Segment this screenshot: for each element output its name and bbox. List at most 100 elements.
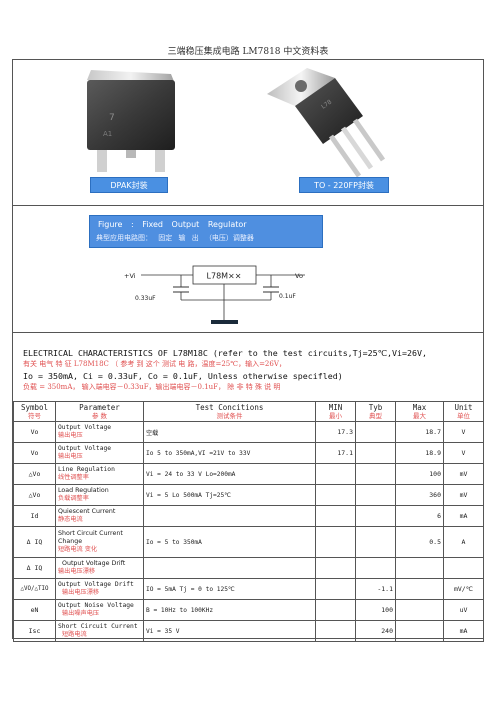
chip-label: L78M×× bbox=[207, 272, 242, 281]
cell-max bbox=[395, 557, 444, 579]
figure-caption: Figure : Fixed Output Regulator 典型应用电路图：… bbox=[89, 215, 323, 248]
cell-condition: Io 5 to 350mA,VI =21V to 33V bbox=[143, 442, 316, 464]
cell-condition: B = 10Hz to 100KHz bbox=[143, 599, 316, 621]
cell-condition: Io = 5 to 350mA bbox=[143, 526, 316, 558]
cell-typ: -1.1 bbox=[355, 578, 396, 600]
cell-symbol: Δ IQ bbox=[13, 557, 56, 579]
cell-min bbox=[315, 620, 356, 642]
figure-word-cn: 固定 bbox=[158, 234, 173, 242]
vi-label: +Vi bbox=[124, 272, 136, 280]
cell-min bbox=[315, 505, 356, 527]
cell-min bbox=[315, 463, 356, 485]
cell-unit: mA bbox=[443, 620, 484, 642]
cell-min bbox=[315, 484, 356, 506]
cell-condition: Vi = 24 to 33 V Lo=200mA bbox=[143, 463, 316, 485]
package-section: 7 A1 L78 DPAK封装 TO - 220FP封装 bbox=[13, 60, 483, 206]
electrical-line-1: ELECTRICAL CHARACTERISTICS OF L78M18C (r… bbox=[23, 348, 427, 358]
figure-word-cn: 典型应用电路图： bbox=[96, 234, 152, 242]
dpak-package-label: DPAK封装 bbox=[90, 177, 168, 193]
cell-symbol: △Vo bbox=[13, 463, 56, 485]
cell-typ bbox=[355, 557, 396, 579]
cell-unit bbox=[443, 557, 484, 579]
cell-condition: Vi = 35 V bbox=[143, 620, 316, 642]
cell-typ bbox=[355, 505, 396, 527]
cell-min bbox=[315, 557, 356, 579]
cell-max: 6 bbox=[395, 505, 444, 527]
ground-symbol bbox=[211, 320, 238, 324]
cell-typ bbox=[355, 463, 396, 485]
cell-symbol: Vo bbox=[13, 442, 56, 464]
cell-unit: mV/℃ bbox=[443, 578, 484, 600]
cell-typ: 240 bbox=[355, 620, 396, 642]
cell-symbol: △Vo bbox=[13, 484, 56, 506]
cell-unit: A bbox=[443, 526, 484, 558]
figure-word: Figure bbox=[98, 220, 123, 229]
datasheet-frame: 7 A1 L78 DPAK封装 TO - 220FP封装 bbox=[12, 59, 484, 642]
cell-symbol: Δ IQ bbox=[13, 526, 56, 558]
cell-unit: mV bbox=[443, 484, 484, 506]
cell-symbol: Isc bbox=[13, 620, 56, 642]
svg-text:7: 7 bbox=[109, 113, 115, 123]
cell-typ bbox=[355, 421, 396, 443]
electrical-characteristics: ELECTRICAL CHARACTERISTICS OF L78M18C (r… bbox=[23, 348, 483, 392]
figure-word: Output bbox=[171, 220, 200, 229]
cell-max: 18.7 bbox=[395, 421, 444, 443]
figure-title-cn: 典型应用电路图： 固定 输 出 （电压）调整器 bbox=[90, 232, 322, 247]
cell-typ bbox=[355, 526, 396, 558]
cell-unit: V bbox=[443, 442, 484, 464]
svg-text:A1: A1 bbox=[103, 130, 112, 138]
to220-package-image: L78 bbox=[267, 68, 386, 178]
figure-word-cn: 输 出 bbox=[178, 234, 199, 242]
cell-max bbox=[395, 599, 444, 621]
cell-max: 0.5 bbox=[395, 526, 444, 558]
cell-typ bbox=[355, 442, 396, 464]
cell-condition: 空载 bbox=[143, 421, 316, 443]
dpak-package-image: 7 A1 bbox=[87, 70, 175, 172]
cell-min bbox=[315, 526, 356, 558]
regulator-circuit-diagram: L78M×× +Vi Vo 0.33uF 0.1uF bbox=[124, 265, 305, 324]
cell-max bbox=[395, 578, 444, 600]
cell-max bbox=[395, 620, 444, 642]
cell-unit: uV bbox=[443, 599, 484, 621]
cell-min bbox=[315, 599, 356, 621]
circuit-section: Figure : Fixed Output Regulator 典型应用电路图：… bbox=[13, 207, 483, 333]
cell-max: 18.9 bbox=[395, 442, 444, 464]
figure-word-cn: （电压）调整器 bbox=[204, 234, 254, 242]
output-cap-label: 0.1uF bbox=[279, 293, 296, 300]
electrical-line-1-cn: 有关 电气 特 征 L78M18C （ 参考 到 这个 测试 电 路，温度=25… bbox=[23, 360, 286, 368]
cell-condition bbox=[143, 505, 316, 527]
cell-min: 17.1 bbox=[315, 442, 356, 464]
vo-label: Vo bbox=[295, 272, 303, 280]
electrical-line-2: Io = 350mA, Ci = 0.33uF, Co = 0.1uF, Unl… bbox=[23, 371, 343, 381]
document-title: 三端稳压集成电路 LM7818 中文资料表 bbox=[167, 47, 329, 57]
cell-condition: Vi = 5 Lo 500mA Tj=25℃ bbox=[143, 484, 316, 506]
cell-symbol: eN bbox=[13, 599, 56, 621]
cell-symbol: Vo bbox=[13, 421, 56, 443]
cell-condition bbox=[143, 557, 316, 579]
figure-word: Fixed bbox=[142, 220, 163, 229]
cell-min bbox=[315, 578, 356, 600]
